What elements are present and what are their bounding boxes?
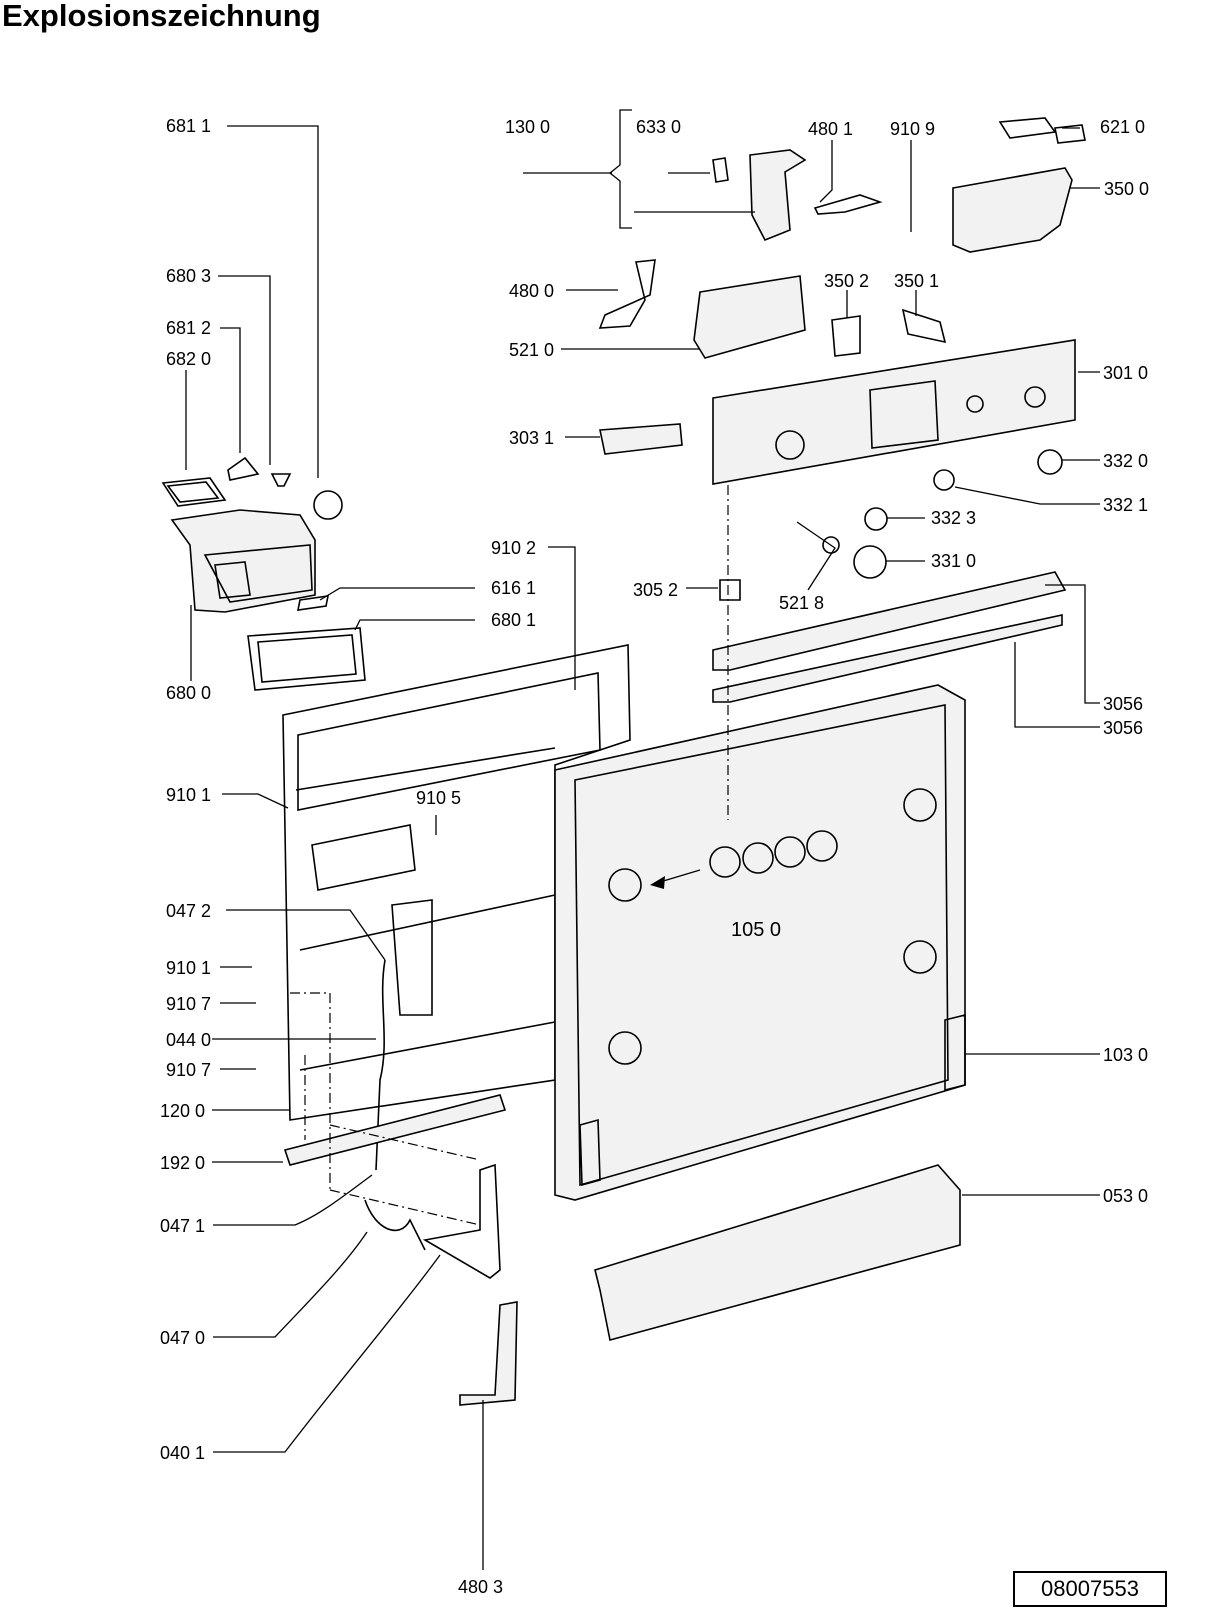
label-480-1: 480 1: [808, 119, 853, 139]
label-332-3: 332 3: [931, 508, 976, 528]
label-332-1: 332 1: [1103, 495, 1148, 515]
label-680-3: 680 3: [166, 266, 211, 286]
part-labels: 681 1 680 3 681 2 682 0 680 0 616 1 680 …: [160, 116, 1149, 1597]
label-047-0: 047 0: [160, 1328, 205, 1348]
label-040-1: 040 1: [160, 1443, 205, 1463]
label-130-0: 130 0: [505, 117, 550, 137]
label-910-1-upper: 910 1: [166, 785, 211, 805]
label-053-0: 053 0: [1103, 1186, 1148, 1206]
label-047-1: 047 1: [160, 1216, 205, 1236]
label-3056-upper: 3056: [1103, 694, 1143, 714]
direction-arrow: [650, 869, 701, 889]
label-301-0: 301 0: [1103, 363, 1148, 383]
label-680-0: 680 0: [166, 683, 211, 703]
label-044-0: 044 0: [166, 1030, 211, 1050]
control-panel: [599, 339, 1076, 601]
label-616-1: 616 1: [491, 578, 536, 598]
label-3056-lower: 3056: [1103, 718, 1143, 738]
label-621-0: 621 0: [1100, 117, 1145, 137]
label-633-0: 633 0: [636, 117, 681, 137]
label-105-0: 105 0: [731, 919, 781, 941]
drawing-number: 08007553: [1013, 1571, 1167, 1607]
page-title: Explosionszeichnung: [2, 0, 321, 33]
label-103-0: 103 0: [1103, 1045, 1148, 1065]
label-332-0: 332 0: [1103, 451, 1148, 471]
label-910-1-lower: 910 1: [166, 958, 211, 978]
assembly-center-lines: [290, 485, 729, 1226]
label-910-7-upper: 910 7: [166, 994, 211, 1014]
label-910-9: 910 9: [890, 119, 935, 139]
label-910-2: 910 2: [491, 538, 536, 558]
outer-door-panel: [554, 684, 966, 1201]
door-lock-assembly: [712, 149, 883, 242]
label-521-0: 521 0: [509, 340, 554, 360]
label-680-1: 680 1: [491, 610, 536, 630]
dispenser-assembly: [161, 456, 366, 691]
label-350-0: 350 0: [1104, 179, 1149, 199]
label-192-0: 192 0: [160, 1153, 205, 1173]
label-331-0: 331 0: [931, 551, 976, 571]
lower-parts: [283, 1094, 961, 1406]
leader-lines: [185, 109, 1100, 1570]
label-480-0: 480 0: [509, 281, 554, 301]
label-303-1: 303 1: [509, 428, 554, 448]
label-350-1: 350 1: [894, 271, 939, 291]
label-681-2: 681 2: [166, 318, 211, 338]
label-521-8: 521 8: [779, 593, 824, 613]
label-480-3: 480 3: [458, 1577, 503, 1597]
control-electronics: [598, 117, 1086, 359]
upper-rails: [712, 571, 1067, 703]
label-120-0: 120 0: [160, 1101, 205, 1121]
label-350-2: 350 2: [824, 271, 869, 291]
label-682-0: 682 0: [166, 349, 211, 369]
label-910-5: 910 5: [416, 788, 461, 808]
label-910-7-lower: 910 7: [166, 1060, 211, 1080]
inner-door-frame: [282, 644, 631, 1171]
label-305-2: 305 2: [633, 580, 678, 600]
label-047-2: 047 2: [166, 901, 211, 921]
label-681-1: 681 1: [166, 116, 211, 136]
